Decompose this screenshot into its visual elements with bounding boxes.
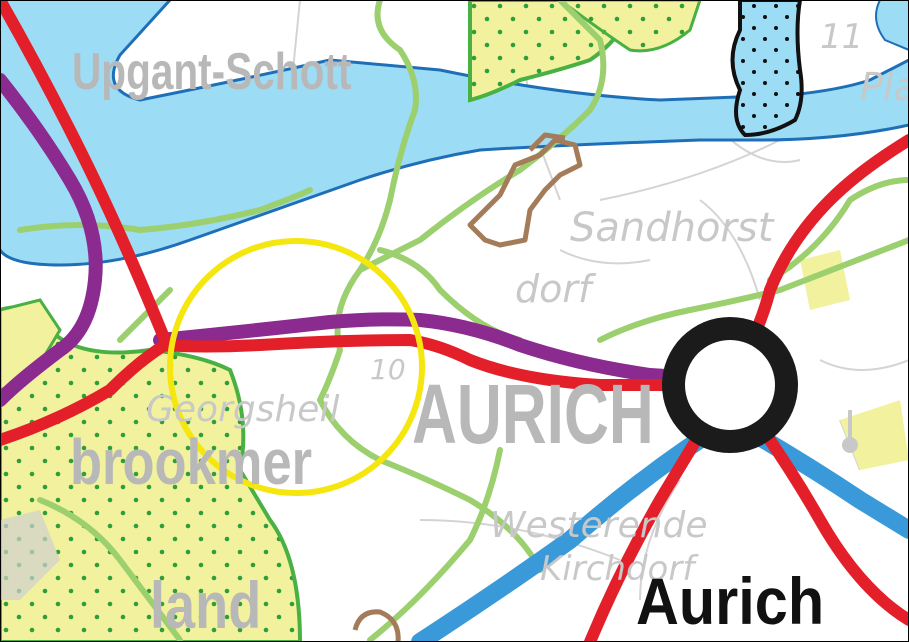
label-sandhorst: Sandhorst bbox=[570, 205, 774, 251]
railway bbox=[0, 73, 737, 407]
label-land: land bbox=[150, 568, 262, 642]
label-brookmer: brookmer bbox=[70, 426, 313, 498]
nature-area-north bbox=[468, 0, 702, 103]
label-top-number: 11 bbox=[820, 17, 864, 57]
label-place-partial: Pla bbox=[860, 65, 909, 109]
wetland-area bbox=[730, 0, 804, 138]
industrial-area-icon bbox=[352, 132, 583, 642]
label-aurich-region: AURICH bbox=[412, 367, 654, 461]
nature-area-southwest bbox=[0, 298, 303, 642]
nature-patches-east bbox=[800, 250, 909, 470]
label-wiesedorf: dorf bbox=[515, 267, 592, 311]
highlight-circle-icon[interactable] bbox=[167, 238, 425, 496]
label-road-number: 10 bbox=[370, 353, 406, 386]
label-georgsheil: Georgsheil bbox=[146, 389, 340, 430]
city-circle-icon[interactable] bbox=[662, 317, 798, 453]
water-body bbox=[0, 0, 909, 267]
wind-turbine-icon bbox=[842, 410, 858, 453]
label-kirchdorf: Kirchdorf bbox=[540, 549, 695, 589]
label-aurich-city[interactable]: Aurich bbox=[636, 564, 825, 638]
label-westerende: Westerende bbox=[490, 505, 708, 546]
label-upgant-schott: Upgant-Schott bbox=[72, 43, 352, 101]
